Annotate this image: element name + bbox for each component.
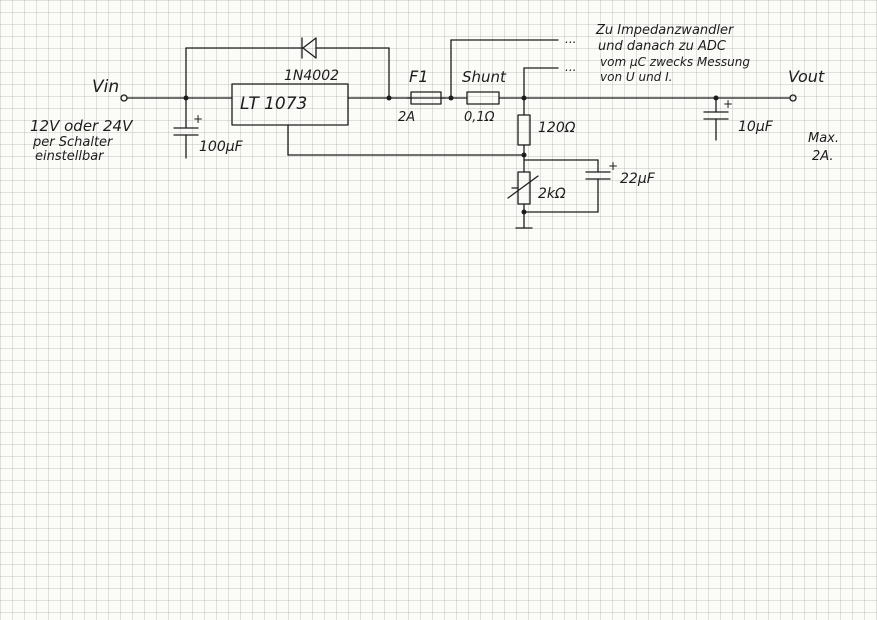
regulator-label: LT 1073 (240, 94, 307, 114)
shunt-value-label: 0,1Ω (464, 110, 495, 125)
shunt-label: Shunt (462, 68, 507, 86)
vout-terminal (789, 94, 797, 102)
measurement-note-line-2: und danach zu ADC (598, 39, 727, 54)
input-note-line-3: einstellbar (35, 149, 105, 164)
fuse-label: F1 (409, 67, 428, 86)
diode-1n4002 (185, 37, 390, 99)
output-capacitor (703, 97, 729, 141)
measurement-note-line-1: Zu Impedanzwandler (595, 23, 735, 38)
fuse-value-label: 2A (398, 110, 415, 125)
input-note-line-2: per Schalter (32, 135, 114, 150)
input-capacitor (173, 97, 199, 159)
measurement-note-line-4: von U und I. (600, 70, 672, 84)
tap-1-ellipsis: ... (565, 32, 576, 46)
adj-cap-label: 22μF (620, 171, 656, 187)
shunt-resistor (466, 91, 500, 105)
measurement-note-line-3: vom μC zwecks Messung (600, 55, 750, 69)
tap-2-ellipsis: ... (565, 60, 576, 74)
vin-terminal (120, 94, 128, 102)
vout-label: Vout (788, 67, 825, 86)
input-cap-plus: + (193, 112, 203, 126)
output-cap-label: 10μF (738, 119, 774, 135)
resistor-120 (517, 97, 531, 173)
resistor-120-label: 120Ω (538, 120, 576, 136)
pot-label: 2kΩ (538, 186, 566, 202)
junction-reg-out (386, 95, 392, 101)
junction-adjust (521, 152, 527, 158)
input-cap-label: 100μF (199, 139, 244, 155)
capacitor-22 (523, 159, 611, 213)
output-cap-plus: + (723, 97, 733, 111)
input-note-line-1: 12V oder 24V (30, 117, 134, 135)
diode-label: 1N4002 (284, 68, 339, 84)
potentiometer-2k (507, 171, 539, 229)
max-current-line-1: Max. (808, 131, 839, 146)
regulator-box (231, 83, 349, 126)
vin-label: Vin (92, 77, 119, 97)
measurement-taps (450, 39, 559, 99)
adj-cap-plus: + (608, 159, 618, 173)
max-current-line-2: 2A. (812, 149, 834, 164)
